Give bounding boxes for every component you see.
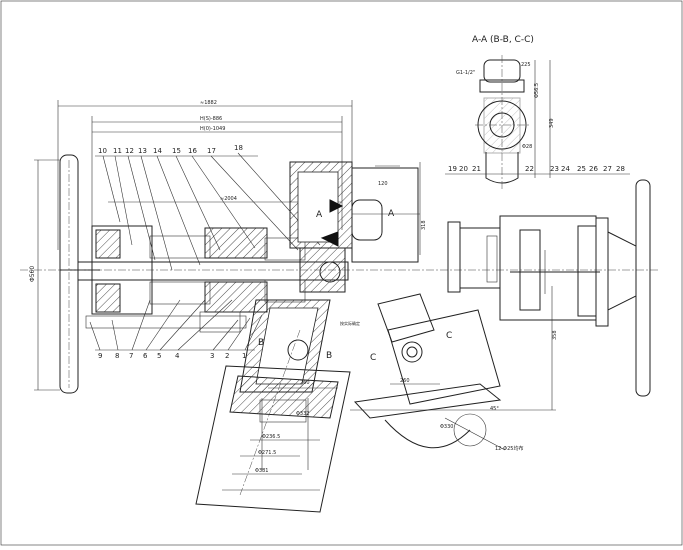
part-23: 23 <box>550 165 559 173</box>
part-28: 28 <box>616 165 625 173</box>
part-7: 7 <box>129 352 133 360</box>
section-letter-b1: B <box>258 338 264 348</box>
dim-overall: ≈1882 <box>200 100 217 106</box>
part-1: 1 <box>242 352 246 360</box>
dim-d332: Φ332 <box>296 411 309 417</box>
dim-mid: ≈2004 <box>220 196 237 202</box>
dim-h-range: H(S)-886 <box>200 116 222 122</box>
part-4: 4 <box>175 352 180 360</box>
part-24: 24 <box>561 165 570 173</box>
part-21: 21 <box>472 165 481 173</box>
dim-d2365: Φ236.5 <box>262 434 280 440</box>
part-9: 9 <box>98 352 102 360</box>
dim-d120: 120 <box>378 181 388 187</box>
inclined-body-b: B B Φ332 Φ236.5 Φ271.5 Φ381 按实际确定 260 <box>195 299 360 513</box>
dim-g12: G1-1/2" <box>456 70 475 76</box>
left-valve-body <box>20 225 660 333</box>
part-20: 20 <box>459 165 468 173</box>
right-actuator: 358 <box>350 179 651 411</box>
section-letter-b2: B <box>326 351 332 361</box>
dim-d565: Φ56.5 <box>534 83 540 98</box>
dim-d45: 45° <box>490 406 499 412</box>
dim-d318: 318 <box>421 220 427 230</box>
part-8: 8 <box>115 352 119 360</box>
part-17: 17 <box>207 147 216 155</box>
part-18: 18 <box>234 144 243 152</box>
part-12: 12 <box>125 147 134 155</box>
dim-d28: Φ28 <box>522 144 532 150</box>
part-labels-top: 10 11 12 13 14 15 16 17 18 19 20 21 22 2… <box>95 144 630 271</box>
dim-h-range2: H(0)-1049 <box>200 126 225 132</box>
section-view-aa: A-A (B-B, C-C) G1-1/2" 225 Φ56.5 349 Φ28 <box>456 35 555 190</box>
dim-d349: 349 <box>549 118 555 128</box>
part-6: 6 <box>143 352 148 360</box>
dim-d225: 225 <box>521 62 531 68</box>
section-letter-a1: A <box>316 210 323 220</box>
part-3: 3 <box>210 352 214 360</box>
part-14: 14 <box>153 147 162 155</box>
central-body: A A 120 318 <box>289 161 427 263</box>
dim-d358: 358 <box>552 330 558 340</box>
dim-d260b: 260 <box>400 378 410 384</box>
part-22: 22 <box>525 165 534 173</box>
dim-d260a: 260 <box>300 380 310 386</box>
part-16: 16 <box>188 147 197 155</box>
part-26: 26 <box>589 165 598 173</box>
dim-holes: 12-Φ25均布 <box>495 445 523 452</box>
section-letter-c2: C <box>446 331 452 341</box>
part-13: 13 <box>138 147 147 155</box>
part-2: 2 <box>225 352 229 360</box>
part-27: 27 <box>603 165 612 173</box>
handwheel-left: Φ560 <box>29 154 100 394</box>
dim-d2715: Φ271.5 <box>258 450 276 456</box>
part-19: 19 <box>448 165 457 173</box>
part-5: 5 <box>157 352 161 360</box>
section-letter-a2: A <box>388 209 395 219</box>
part-11: 11 <box>113 147 122 155</box>
dim-d330: Φ330 <box>440 424 453 430</box>
inclined-body-c: C C 260 Φ330 12-Φ25均布 45° <box>353 293 523 452</box>
view-title: A-A (B-B, C-C) <box>472 35 534 45</box>
section-letter-c1: C <box>370 353 376 363</box>
dim-d381: Φ381 <box>255 468 268 474</box>
part-10: 10 <box>98 147 107 155</box>
part-15: 15 <box>172 147 181 155</box>
note-text: 按实际确定 <box>340 320 360 326</box>
dim-wheel-dia: Φ560 <box>29 266 36 282</box>
part-25: 25 <box>577 165 586 173</box>
